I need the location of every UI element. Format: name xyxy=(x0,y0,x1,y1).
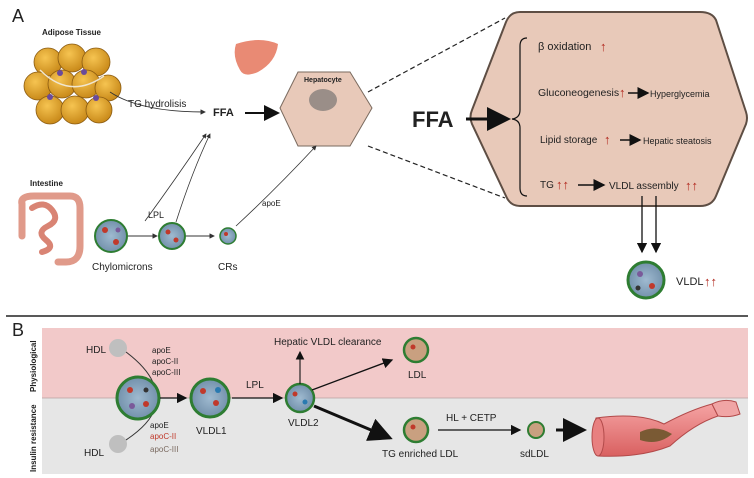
zoom-line-bottom xyxy=(367,145,506,199)
zoom-line-top xyxy=(367,17,506,93)
chylomicrons-label: Chylomicrons xyxy=(92,262,153,273)
sdldl-label: sdLDL xyxy=(520,449,549,460)
hdl-top-label: HDL xyxy=(86,345,106,356)
gluconeogenesis-up-icon: ↑ xyxy=(619,85,626,100)
gluconeogenesis-label: Gluconeogenesis xyxy=(538,87,619,99)
artery-plaque-icon xyxy=(591,399,741,457)
sdldl-particle xyxy=(527,421,545,439)
vldl2-to-tg-ldl-arrow xyxy=(313,404,393,441)
physiological-label: Physiological xyxy=(29,340,38,392)
tg-hydrolysis-arrow xyxy=(109,91,206,115)
hl-cetp-label: HL + CETP xyxy=(446,413,497,424)
lpl-label-b: LPL xyxy=(246,380,264,391)
hepatocyte-zoom xyxy=(469,11,748,207)
hepatocyte-label: Hepatocyte xyxy=(304,77,342,84)
tg-enriched-ldl-particle xyxy=(402,416,430,444)
ldl-label: LDL xyxy=(408,370,427,381)
vldl2-particle xyxy=(284,382,316,414)
hyperglycemia-label: Hyperglycemia xyxy=(650,89,710,99)
adipose-tissue-label: Adipose Tissue xyxy=(42,28,102,37)
apociii-bottom-label: apoC-III xyxy=(150,445,178,454)
apoe-arrow xyxy=(235,145,317,227)
vldl2-label: VLDL2 xyxy=(288,418,319,429)
hdl-bottom-label: HDL xyxy=(84,448,104,459)
adipose-tissue-icon xyxy=(23,43,122,125)
apocii-top-label: apoC-II xyxy=(152,357,178,366)
insulin-resistance-label: Insulin resistance xyxy=(29,404,38,472)
ffa-label: FFA xyxy=(213,107,234,119)
vldl2-to-ldl-arrow xyxy=(311,358,394,391)
intestine-label: Intestine xyxy=(30,179,63,188)
hepatic-clearance-label: Hepatic VLDL clearance xyxy=(274,337,382,348)
lpl-label-a: LPL xyxy=(148,210,164,220)
hdl-top-particle xyxy=(109,339,127,357)
ldl-particle xyxy=(402,336,430,364)
apoe-label-a: apoE xyxy=(262,199,281,208)
chylomicron-large xyxy=(94,219,128,253)
intestine-icon xyxy=(18,192,84,266)
vldl-assembly-label: VLDL assembly xyxy=(609,181,679,192)
ffa-big-label: FFA xyxy=(412,107,454,132)
tg-hydrolysis-label: TG hydrolisis xyxy=(128,99,186,110)
apoe-top-label: apoE xyxy=(152,346,171,355)
hdl-bottom-particle xyxy=(109,435,127,453)
tg-enriched-ldl-label: TG enriched LDL xyxy=(382,449,459,460)
vldl-particle-a xyxy=(626,260,666,300)
chylomicron-remnant xyxy=(219,227,237,245)
beta-oxidation-label: β oxidation xyxy=(538,41,591,53)
panel-b-letter: B xyxy=(12,320,24,340)
beta-oxidation-up-icon: ↑ xyxy=(600,39,607,54)
panel-a-letter: A xyxy=(12,6,24,26)
liver-icon xyxy=(234,40,278,75)
vldl1-particle xyxy=(189,377,231,419)
tg-label: TG xyxy=(540,180,554,191)
lipid-storage-up-icon: ↑ xyxy=(604,132,611,147)
apoe-bottom-label: apoE xyxy=(150,421,169,430)
chylomicron-medium xyxy=(158,222,186,250)
apociii-top-label: apoC-III xyxy=(152,368,180,377)
vldl1-label: VLDL1 xyxy=(196,426,227,437)
vldl-assembly-up-icon: ↑↑ xyxy=(685,178,698,193)
pathway-brace xyxy=(511,37,528,197)
hepatic-steatosis-label: Hepatic steatosis xyxy=(643,136,712,146)
crs-label: CRs xyxy=(218,262,237,273)
vldl-label-a: VLDL xyxy=(676,276,704,288)
apocii-bottom-label: apoC-II xyxy=(150,432,176,441)
tg-up-icon: ↑↑ xyxy=(556,177,569,192)
hepatocyte-nucleus xyxy=(309,89,337,111)
vldl-up-icon: ↑↑ xyxy=(704,274,717,289)
nascent-vldl-particle xyxy=(115,375,161,421)
lpl-ffa-arrow-1 xyxy=(144,133,207,222)
lpl-ffa-arrow-2 xyxy=(175,133,211,223)
lipid-storage-label: Lipid storage xyxy=(540,135,598,146)
physiological-band xyxy=(42,328,748,398)
